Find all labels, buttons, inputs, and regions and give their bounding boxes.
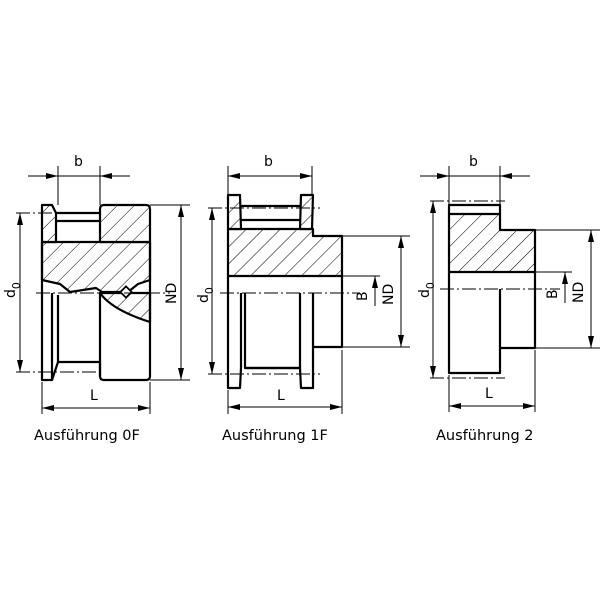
view-0f: b d0 ND L Ausführung 0F bbox=[3, 154, 190, 444]
pulley-body-1f bbox=[226, 193, 344, 390]
dim-b-label: b bbox=[469, 154, 478, 170]
dim-nd-label: ND bbox=[381, 284, 397, 305]
view-2: b d0 B ND L Ausführung 2 bbox=[417, 154, 600, 444]
caption-2: Ausführung 2 bbox=[436, 428, 534, 444]
dim-b-bore-label: B bbox=[545, 289, 561, 299]
dim-l-label: L bbox=[485, 386, 493, 402]
dim-l-label: L bbox=[90, 388, 98, 404]
caption-1f: Ausführung 1F bbox=[222, 428, 328, 444]
dim-d0-label: d0 bbox=[3, 282, 23, 298]
caption-0f: Ausführung 0F bbox=[34, 428, 140, 444]
pulley-body-0f bbox=[40, 203, 152, 382]
dim-b-label: b bbox=[264, 154, 273, 170]
dim-d0-label: d0 bbox=[196, 287, 216, 303]
dim-nd-label: ND bbox=[571, 282, 587, 303]
dim-d0-label: d0 bbox=[417, 282, 437, 298]
dim-l-label: L bbox=[277, 388, 285, 404]
dim-b-bore-label: B bbox=[355, 291, 371, 301]
dim-nd-label: ND bbox=[164, 283, 180, 304]
view-1f: b d0 B ND L Ausführung 1F bbox=[196, 154, 410, 444]
dim-b-label: b bbox=[74, 154, 83, 170]
